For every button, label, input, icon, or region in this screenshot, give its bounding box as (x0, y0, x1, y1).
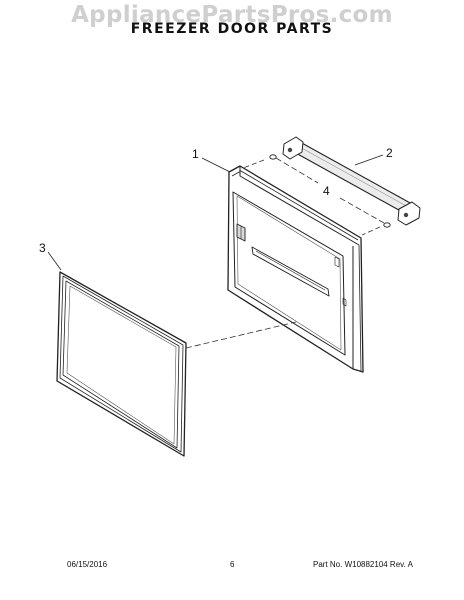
callout-leaders (47, 154, 384, 271)
footer-date: 06/15/2016 (67, 560, 108, 569)
footer-part-number: Part No. W10882104 Rev. A (313, 560, 413, 569)
alignment-lines (185, 157, 385, 349)
handle-screws (269, 154, 391, 228)
page-title: FREEZER DOOR PARTS (130, 21, 334, 37)
callout-3: 3 (39, 241, 46, 255)
door-gasket (56, 271, 187, 457)
callout-1: 1 (192, 147, 199, 161)
callout-2: 2 (386, 146, 393, 160)
freezer-door (227, 165, 364, 373)
callout-4: 4 (323, 184, 330, 198)
watermark: AppliancePartsPros.com (71, 2, 393, 28)
footer-page-number: 6 (230, 560, 235, 569)
door-handle (282, 136, 421, 226)
